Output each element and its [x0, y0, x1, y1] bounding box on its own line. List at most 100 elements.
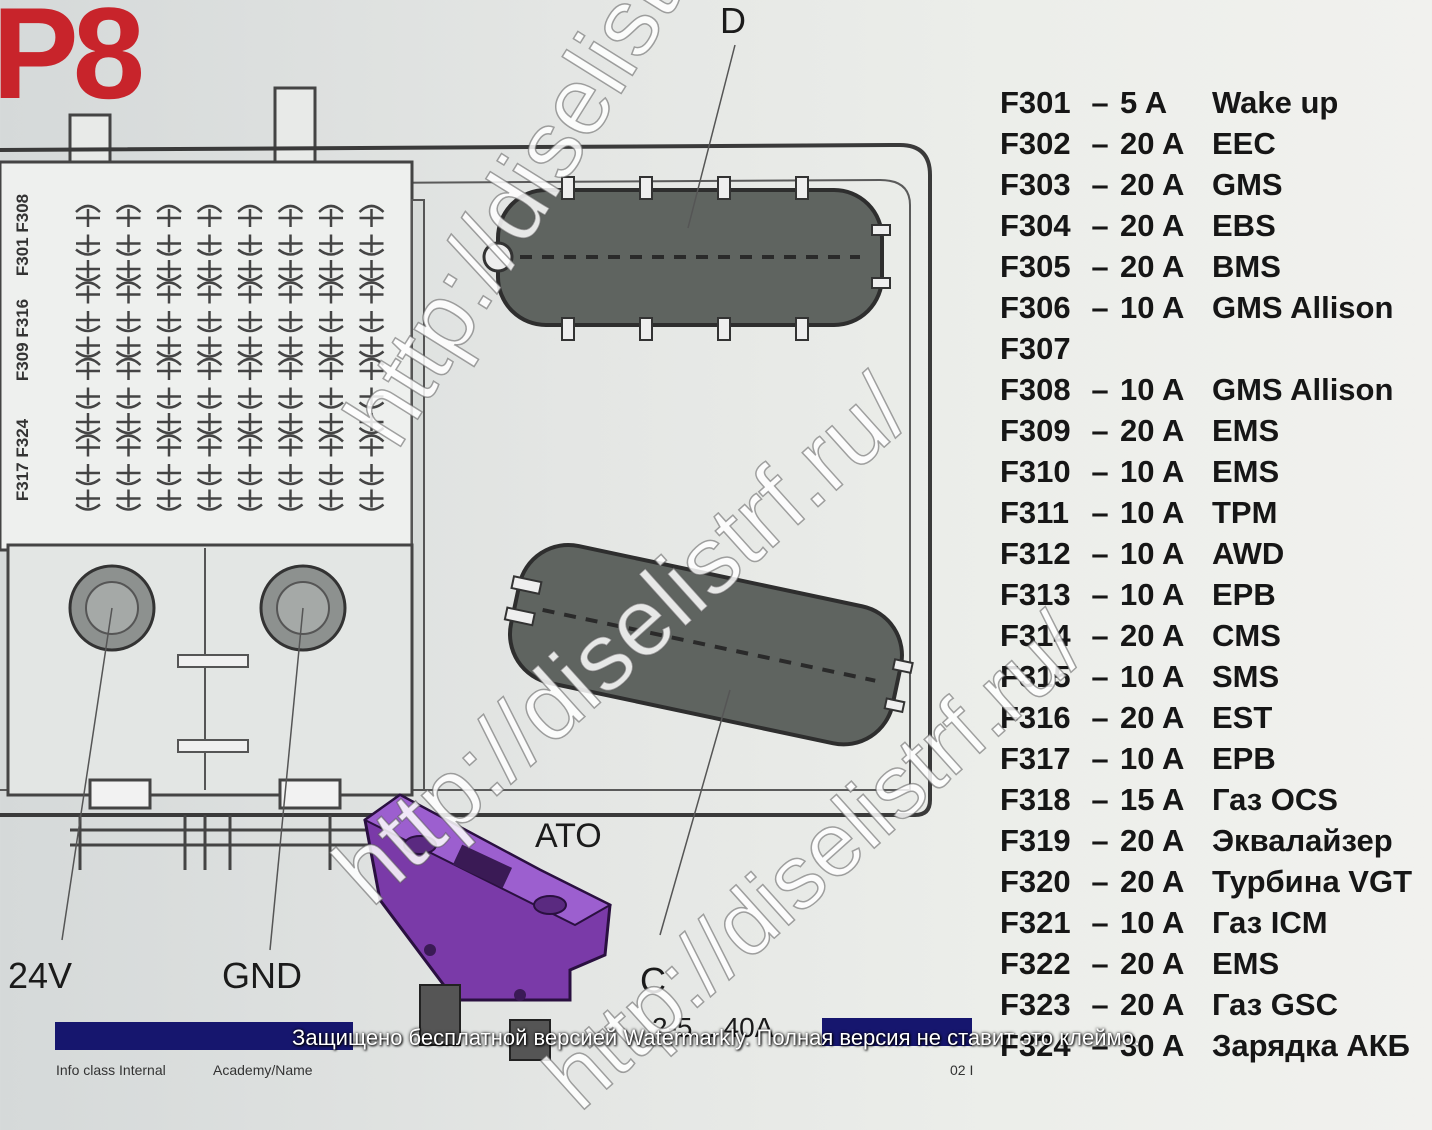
fuse-function: Эквалайзер	[1212, 823, 1393, 858]
fuse-dash: –	[1091, 659, 1109, 694]
fuse-amperage: 20 A	[1120, 167, 1185, 202]
fuse-slot	[277, 464, 304, 486]
fuse-amperage: 20 A	[1120, 413, 1185, 448]
fuse-amperage: 20 A	[1120, 864, 1185, 899]
fuse-slot	[75, 413, 101, 435]
fuse-function: Газ OCS	[1212, 782, 1338, 817]
fuse-box-drawing	[0, 44, 932, 1061]
fuse-slot	[318, 204, 344, 227]
fuse-id: F304	[1000, 208, 1071, 243]
fuse-slot	[237, 260, 263, 282]
fuse-dash: –	[1091, 454, 1109, 489]
fuse-id: F301	[1000, 85, 1071, 120]
fuse-dash: –	[1091, 1028, 1109, 1063]
fuse-slot	[196, 464, 223, 486]
footer-academy: Academy/Name	[213, 1062, 313, 1078]
fuse-slot	[196, 260, 223, 282]
connector-d-label: D	[720, 0, 746, 41]
fuse-slot	[156, 281, 182, 304]
footer-bar-right	[822, 1018, 972, 1046]
connector-c-label: C	[640, 960, 666, 1001]
fuse-id: F319	[1000, 823, 1071, 858]
fuse-slot	[358, 260, 385, 282]
fuse-amperage: 20 A	[1120, 700, 1185, 735]
fuse-slot	[196, 281, 223, 304]
fuse-id: F305	[1000, 249, 1071, 284]
fuse-slot	[237, 336, 263, 358]
ato-label: ATO	[535, 817, 602, 855]
fuse-dash: –	[1091, 126, 1109, 161]
fuse-function: EMS	[1212, 454, 1280, 489]
fuse-slot	[156, 357, 182, 380]
fuse-slot	[277, 434, 304, 457]
fuse-slot	[156, 413, 182, 435]
fuse-slot	[237, 489, 263, 511]
fuse-amperage: 5 A	[1120, 85, 1168, 120]
fuse-dash: –	[1091, 290, 1109, 325]
fuse-slot	[75, 336, 101, 358]
fuse-slot	[358, 434, 385, 457]
housing-outline	[0, 142, 932, 817]
fuse-function: TPM	[1212, 495, 1278, 530]
fuse-slot	[115, 311, 142, 333]
fuse-slot	[196, 234, 223, 256]
fuse-slot	[75, 357, 101, 380]
fuse-id: F320	[1000, 864, 1071, 899]
fuse-slot	[237, 281, 263, 304]
fuse-function: CMS	[1212, 618, 1281, 653]
fuse-function: Газ ICM	[1212, 905, 1328, 940]
fuse-slot	[237, 464, 263, 486]
fuse-amperage: 10 A	[1120, 290, 1185, 325]
fuse-dash: –	[1091, 864, 1109, 899]
diagram-title: P8	[0, 0, 145, 126]
top-pin-left	[68, 113, 112, 167]
fuse-amperage: 15 A	[1120, 782, 1185, 817]
fuse-slot	[115, 357, 142, 380]
fuse-slot	[115, 434, 142, 457]
fuse-slot	[156, 464, 182, 486]
fuse-amperage: 20 A	[1120, 249, 1185, 284]
fuse-slot	[358, 281, 385, 304]
group-1-to: F308	[13, 193, 33, 233]
fuse-amperage: 10 A	[1120, 577, 1185, 612]
fuse-slot	[75, 311, 101, 333]
fuse-slot	[75, 204, 101, 227]
fuse-slot	[115, 260, 142, 282]
fuse-function: GMS Allison	[1212, 290, 1394, 325]
fuse-id: F323	[1000, 987, 1071, 1022]
fuse-slot	[196, 336, 223, 358]
fuse-slot	[318, 434, 344, 457]
fuse-function: BMS	[1212, 249, 1281, 284]
fuse-slot	[115, 413, 142, 435]
fuse-slot	[318, 234, 344, 256]
fuse-function: AWD	[1212, 536, 1285, 571]
fuse-id: F313	[1000, 577, 1071, 612]
fuse-function: Турбина VGT	[1212, 864, 1413, 899]
fuse-slot	[318, 281, 344, 304]
fuse-slot	[358, 336, 385, 358]
group-3-from: F317	[13, 462, 33, 502]
fuse-function: EEC	[1212, 126, 1276, 161]
fuse-slot	[318, 387, 344, 409]
fuse-dash: –	[1091, 700, 1109, 735]
fuse-slot	[277, 387, 304, 409]
fuse-slot	[237, 357, 263, 380]
fuse-slot	[277, 357, 304, 380]
fuse-function: EMS	[1212, 413, 1280, 448]
stud-area	[6, 543, 414, 797]
fuse-function: EBS	[1212, 208, 1276, 243]
fuse-slot	[358, 413, 385, 435]
fuse-id: F307	[1000, 331, 1071, 366]
fuse-slot	[358, 311, 385, 333]
fuse-function: EPB	[1212, 577, 1276, 612]
